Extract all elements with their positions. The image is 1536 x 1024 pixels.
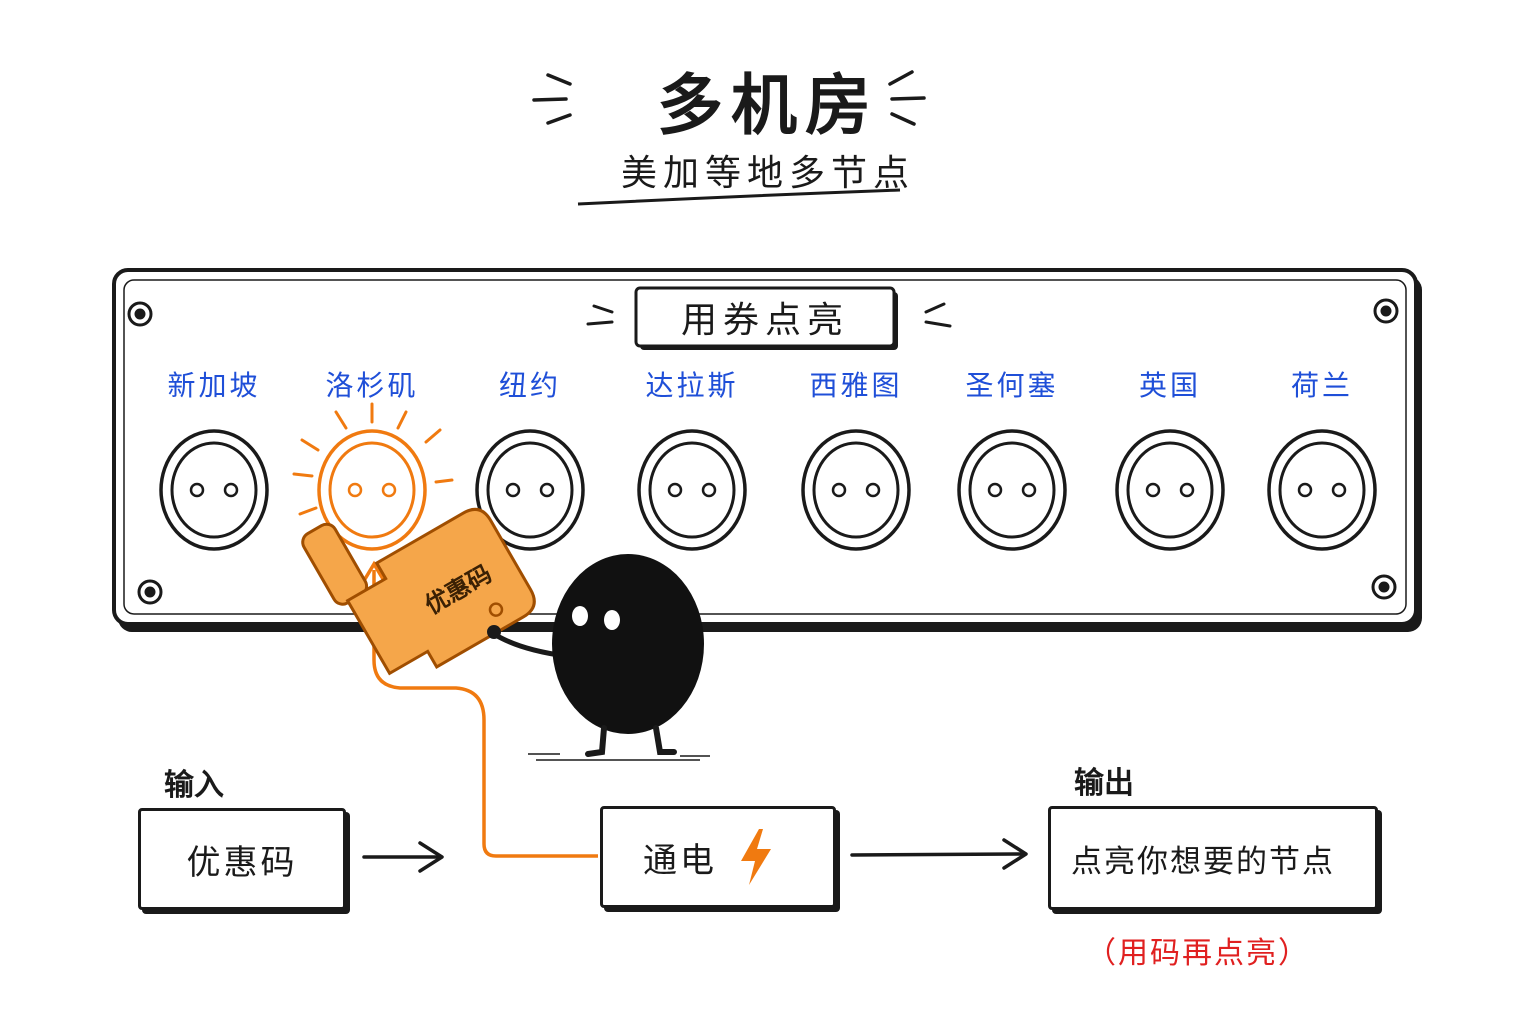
output-box: 点亮你想要的节点 — [1048, 806, 1378, 910]
page-title: 多机房 — [657, 67, 879, 144]
process-box: 通电 — [600, 806, 836, 908]
blob-character — [487, 554, 710, 761]
output-label: 输出 — [1074, 766, 1134, 801]
wire-arrowhead — [360, 560, 388, 586]
power-wire — [372, 570, 598, 858]
input-box-text: 优惠码 — [186, 842, 298, 883]
input-label: 输入 — [164, 768, 224, 803]
socket-icon[interactable] — [637, 429, 747, 551]
note-text: （用码再点亮） — [1086, 936, 1310, 971]
output-box-text: 点亮你想要的节点 — [1071, 843, 1335, 880]
socket-icon[interactable] — [1115, 429, 1225, 551]
process-box-text: 通电 — [643, 840, 717, 881]
region-label: 荷兰 — [1290, 369, 1353, 402]
input-box: 优惠码 — [138, 808, 346, 910]
socket-icon[interactable] — [801, 429, 911, 551]
region-label: 西雅图 — [809, 369, 903, 402]
region-label: 洛杉矶 — [325, 369, 419, 402]
region-label: 纽约 — [498, 369, 561, 402]
region-label: 新加坡 — [167, 369, 261, 402]
socket-icon[interactable] — [475, 429, 585, 551]
title-sparkles — [532, 70, 926, 126]
glow-rays — [292, 402, 454, 516]
subtitle-underline — [577, 188, 901, 206]
panel-title-plate — [586, 286, 952, 350]
region-label: 英国 — [1138, 369, 1201, 402]
socket-row — [159, 429, 1377, 551]
socket-icon[interactable] — [159, 429, 269, 551]
panel-title: 用券点亮 — [680, 300, 849, 341]
page-subtitle: 美加等地多节点 — [620, 153, 915, 194]
bolt-icon — [741, 829, 771, 885]
screw-icon — [127, 298, 1399, 605]
socket-icon[interactable] — [1267, 429, 1377, 551]
region-label: 达拉斯 — [645, 369, 739, 402]
socket-icon[interactable] — [317, 429, 427, 551]
flow-arrows — [362, 838, 1028, 873]
region-label: 圣何塞 — [965, 369, 1059, 402]
socket-icon[interactable] — [957, 429, 1067, 551]
